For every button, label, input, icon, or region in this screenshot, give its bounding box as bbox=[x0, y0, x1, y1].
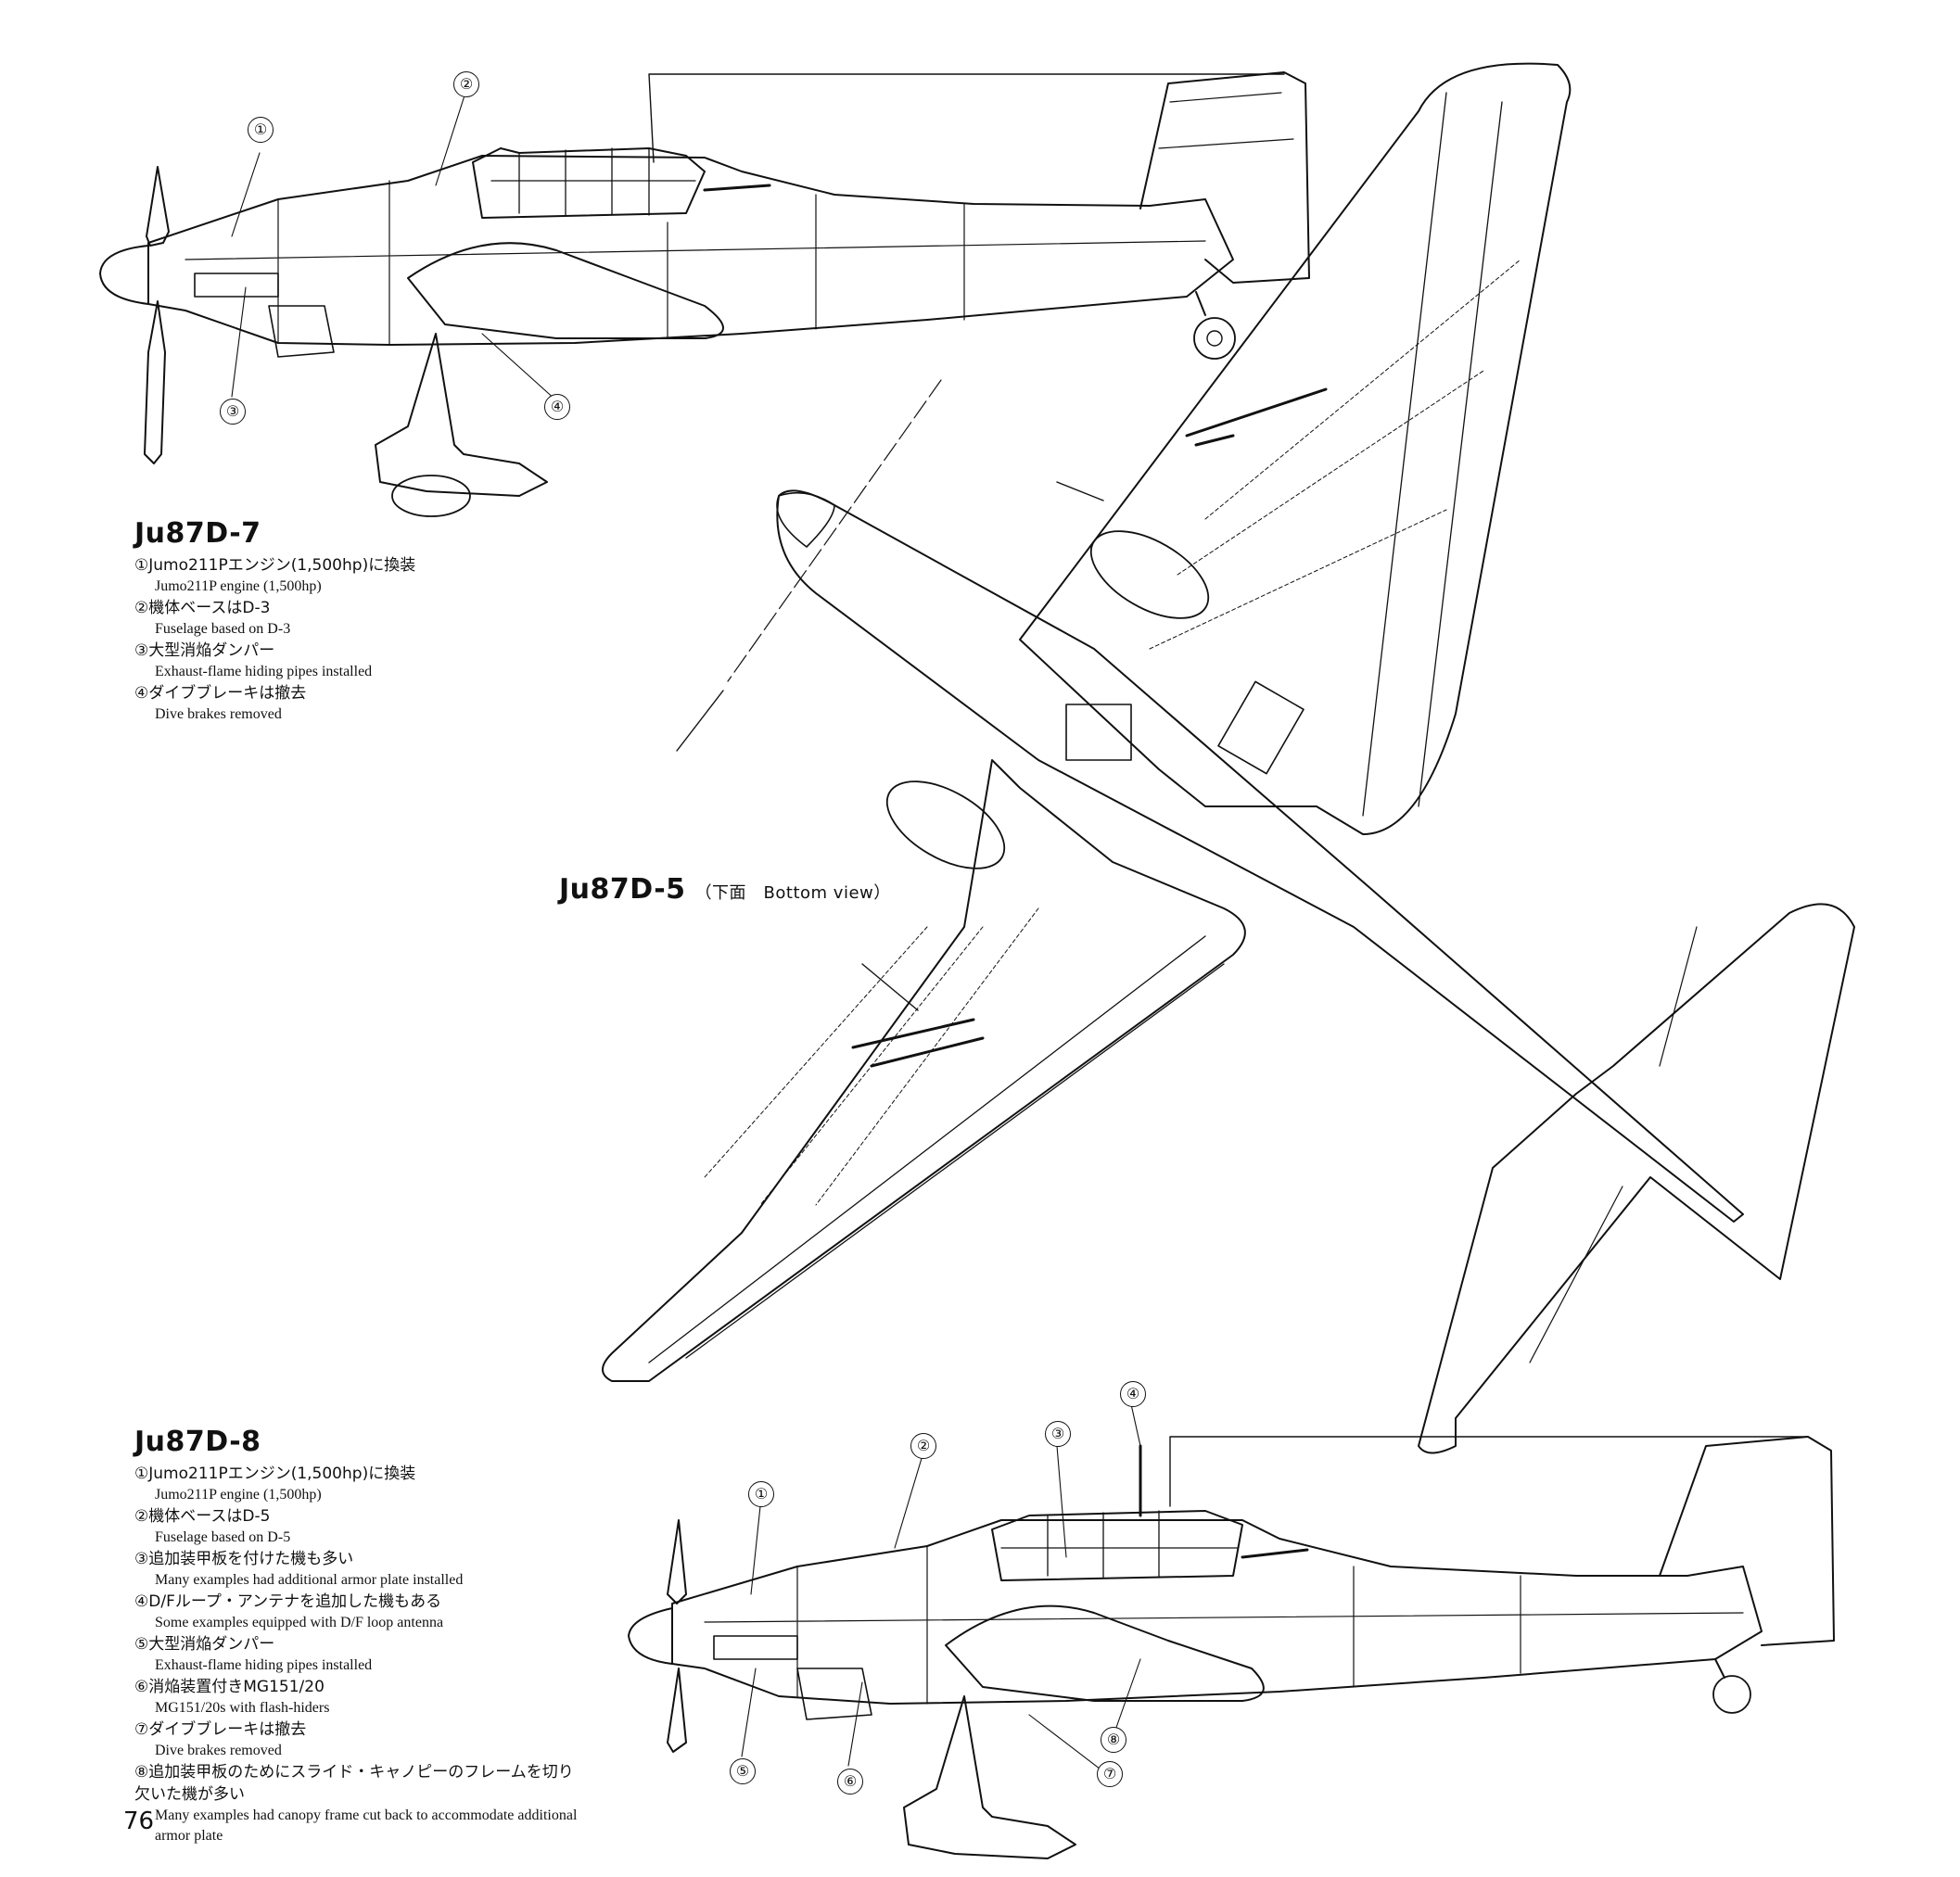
d7-callout-2: ② bbox=[453, 71, 479, 97]
d7-callout-4: ④ bbox=[544, 394, 570, 420]
d8-callout-8: ⑧ bbox=[1101, 1727, 1126, 1753]
d7-callout-3: ③ bbox=[220, 399, 246, 425]
d5-title-text: Ju87D-5 bbox=[559, 873, 686, 906]
d7-callout-1: ① bbox=[248, 117, 274, 143]
d8-callout-4: ④ bbox=[1120, 1381, 1146, 1407]
d8-canopy bbox=[991, 1510, 1243, 1581]
d8-wing-root bbox=[945, 1604, 1265, 1702]
d5-right-wing bbox=[1019, 62, 1572, 835]
d8-callout-6: ⑥ bbox=[837, 1769, 863, 1795]
d8-callout-1: ① bbox=[748, 1481, 774, 1507]
d8-callout-5: ⑤ bbox=[730, 1758, 756, 1784]
d8-landing-gear bbox=[903, 1695, 1076, 1859]
d7-side-view bbox=[99, 71, 1310, 517]
d7-canopy bbox=[472, 147, 706, 219]
d7-spinner bbox=[99, 245, 149, 305]
d5-bottom-view bbox=[602, 62, 1855, 1454]
page-number: 76 bbox=[123, 1807, 155, 1835]
d5-tailplane bbox=[1418, 903, 1855, 1454]
d7-fin bbox=[1139, 71, 1310, 284]
d8-callout-3: ③ bbox=[1045, 1421, 1071, 1447]
d8-callout-7: ⑦ bbox=[1097, 1761, 1123, 1787]
d8-callout-2: ② bbox=[910, 1433, 936, 1459]
d7-title: Ju87D-7 bbox=[134, 517, 261, 550]
d8-propeller bbox=[667, 1519, 687, 1753]
d7-propeller bbox=[144, 166, 170, 464]
d5-left-wing bbox=[602, 759, 1246, 1382]
d8-title: Ju87D-8 bbox=[134, 1426, 261, 1458]
d5-fuselage bbox=[776, 489, 1744, 1223]
d8-fuselage bbox=[671, 1519, 1763, 1705]
d5-subtitle: （下面 Bottom view） bbox=[694, 883, 891, 903]
d8-side-view bbox=[628, 1403, 1835, 1859]
d7-wing-root bbox=[407, 242, 724, 339]
d5-title: Ju87D-5 （下面 Bottom view） bbox=[559, 873, 891, 906]
d7-landing-gear bbox=[375, 333, 548, 497]
d8-fin bbox=[1659, 1436, 1835, 1646]
